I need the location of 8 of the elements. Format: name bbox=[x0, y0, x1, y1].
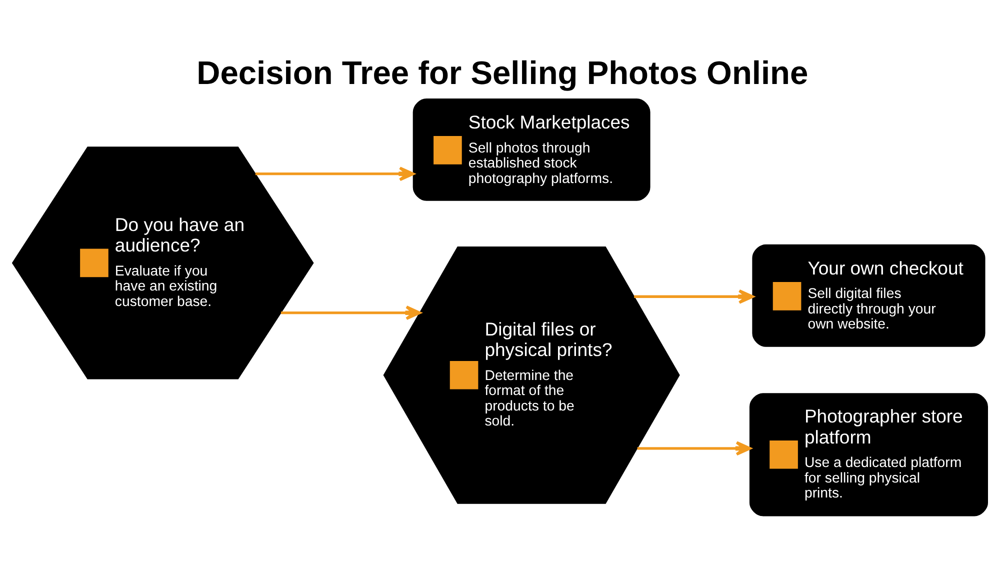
node-box: Photographer store platform Use a dedicated platform for selling physical prints. bbox=[749, 393, 988, 516]
arrow bbox=[637, 441, 752, 456]
arrow bbox=[634, 289, 754, 304]
node-box: Stock Marketplaces Sell photos through established stock photography platforms. bbox=[412, 98, 650, 201]
diagram-title: Decision Tree for Selling Photos Online bbox=[196, 54, 808, 91]
arrow bbox=[255, 166, 414, 182]
node-box: Your own checkout Sell digital files directly through your own website. bbox=[752, 244, 986, 347]
arrow bbox=[281, 306, 422, 320]
